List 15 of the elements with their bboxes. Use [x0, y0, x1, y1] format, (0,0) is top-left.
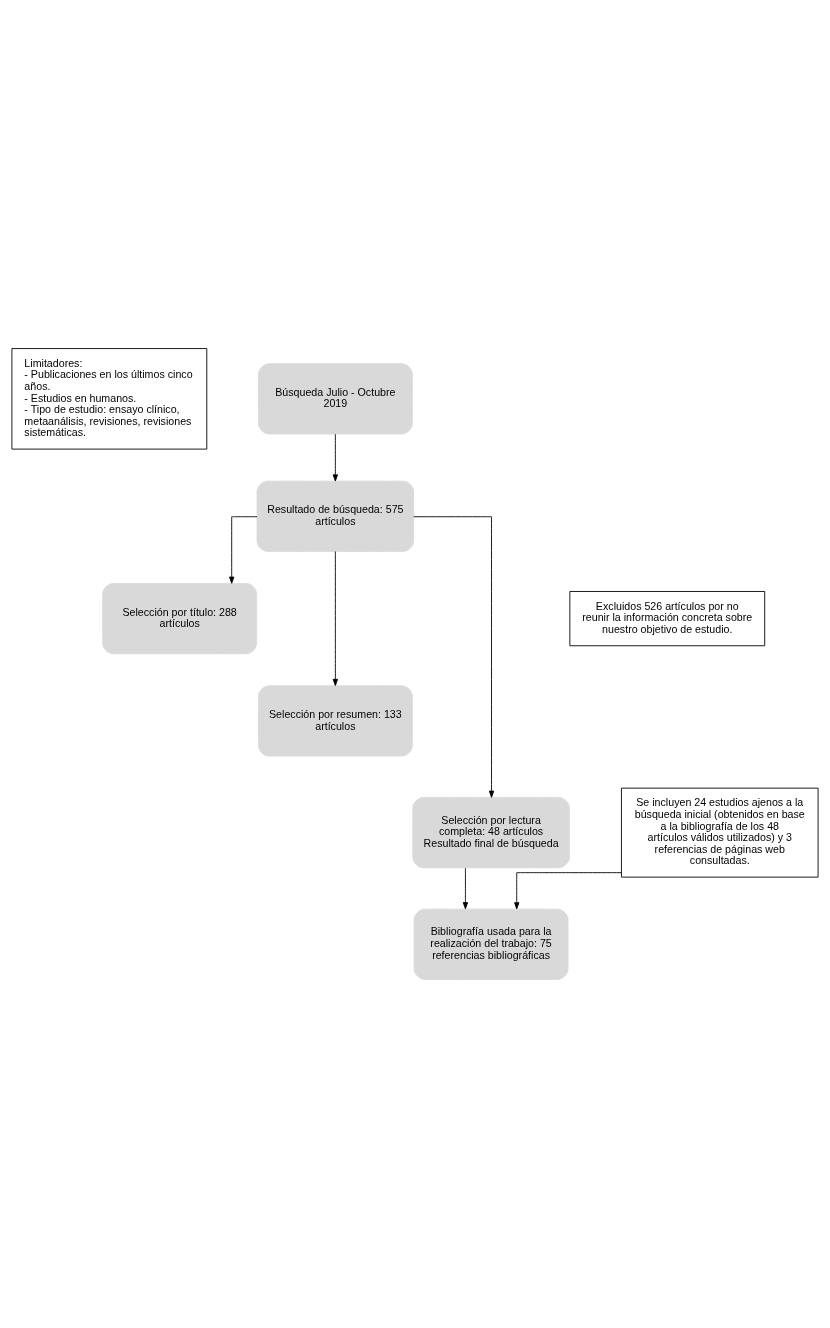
arrow	[514, 872, 622, 910]
node-box: Selección por lectura completa: 48 artículos Resultado final de búsqueda	[412, 797, 570, 869]
arrow	[462, 867, 469, 910]
node-box: Bibliografía usada para la realización del trabajo: 75 referencias bibliográficas	[413, 908, 569, 980]
arrow	[413, 516, 495, 798]
node-box: Búsqueda Julio - Octubre 2019	[257, 363, 413, 435]
node-box: Resultado de búsqueda: 575 artículos	[256, 480, 415, 552]
arrow	[332, 551, 338, 686]
node-box: Se incluyen 24 estudios ajenos a la búsqueda inicial (obtenidos en base a la bibliografía de los 48 artículos válidos utilizados) y 3 referencias de páginas web consultadas.	[621, 787, 819, 878]
node-box: Selección por resumen: 133 artículos	[257, 685, 413, 757]
arrow	[332, 433, 338, 482]
node-box: Excluidos 526 artículos por no reunir la información concreta sobre nuestro objetivo de estudio.	[569, 591, 766, 647]
arrow	[229, 516, 258, 584]
node-box: Limitadores: - Publicaciones en los últimos cinco años. - Estudios en humanos. - Tipo de estudio: ensayo clínico, metaanálisis, revisiones, revisiones sistemáticas.	[11, 348, 208, 450]
node-box: Selección por título: 288 artículos	[102, 583, 258, 655]
